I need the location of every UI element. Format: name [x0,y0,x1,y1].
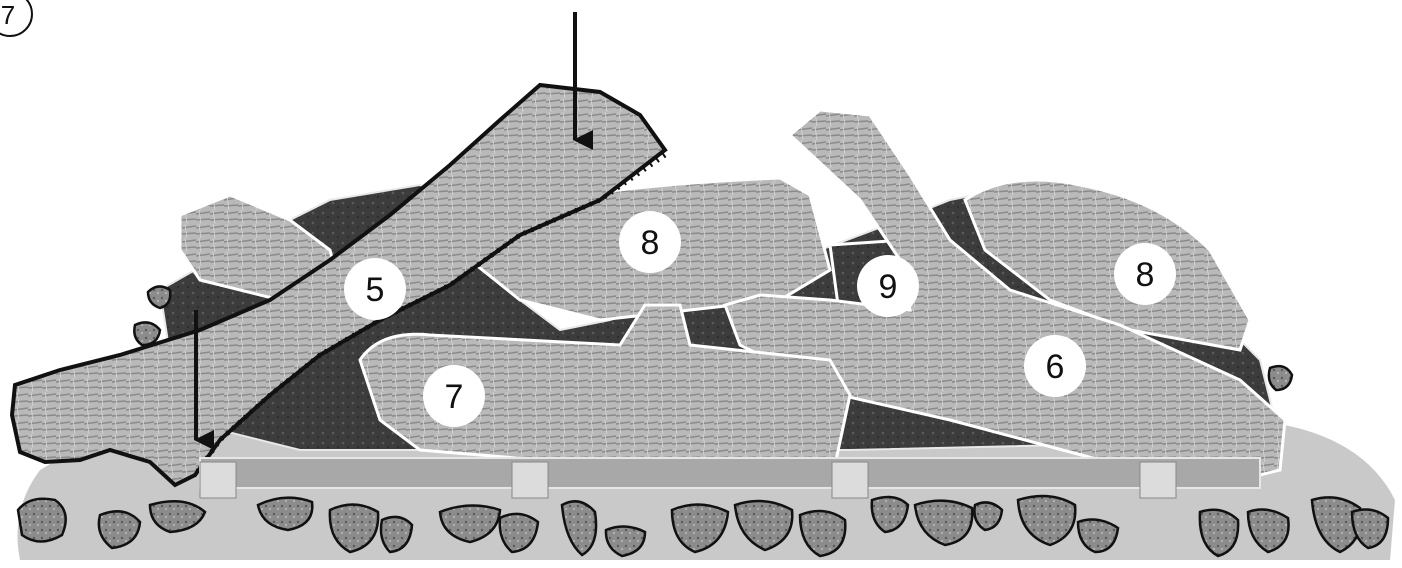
callout-7-label: 7 [445,378,464,416]
callout-5-label: 5 [366,271,385,309]
grate-leg-1 [200,462,236,498]
callout-7: 7 [423,365,485,427]
rock [148,286,170,308]
callout-9-label: 9 [879,268,898,306]
step-number: 7 [1,0,15,30]
grate-leg-3 [832,462,868,498]
callout-5: 5 [344,258,406,320]
rock [18,499,66,542]
grate-leg-2 [512,462,548,498]
callout-8-left-label: 8 [641,224,660,262]
step-number-badge: 7 [0,0,32,36]
callout-6: 6 [1024,335,1086,397]
grate-leg-4 [1140,462,1176,498]
rock [1269,366,1292,390]
callout-8-left: 8 [619,211,681,273]
callout-9: 9 [857,255,919,317]
grate-bar [200,458,1260,488]
callout-6-label: 6 [1046,348,1065,386]
callout-8-right: 8 [1114,243,1176,305]
callout-8-right-label: 8 [1136,256,1155,294]
